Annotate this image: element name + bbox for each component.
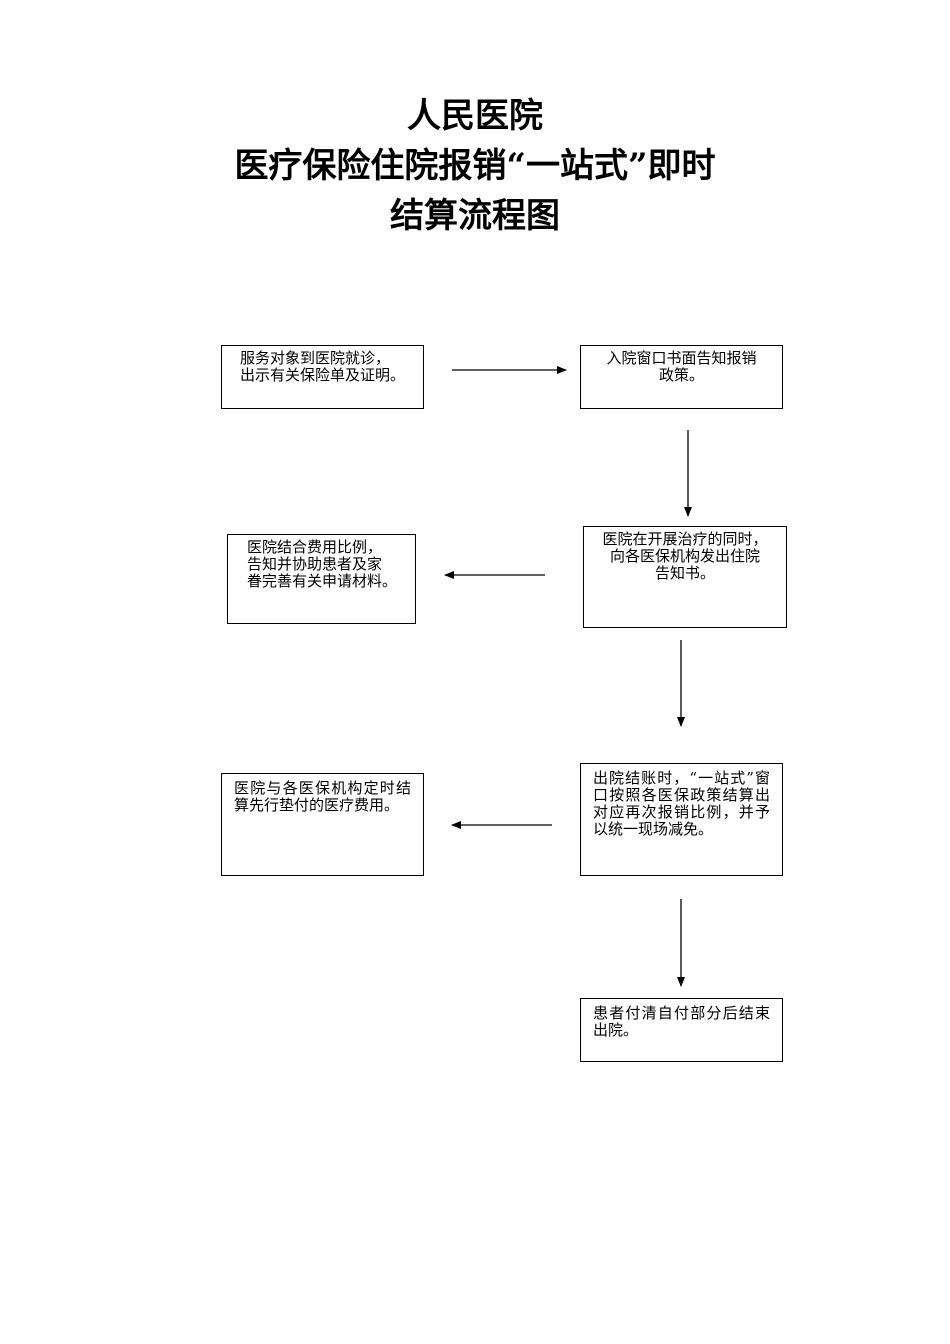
step-assist-materials-text: 医院结合费用比例， 告知并协助患者及家 眷完善有关申请材料。 (247, 538, 398, 590)
step-patient-pays-text: 患者付清自付部分后结束出院。 (593, 1004, 770, 1039)
step-discharge-settlement-box: 出院结账时，“一站式”窗口按照各医保政策结算出对应再次报销比例，并予以统一现场减… (580, 763, 783, 876)
step-patient-visit-text: 服务对象到医院就诊， 出示有关保险单及证明。 (240, 349, 406, 384)
step-hospital-notify-box: 医院在开展治疗的同时， 向各医保机构发出住院 告知书。 (583, 526, 787, 628)
step-patient-pays-box: 患者付清自付部分后结束出院。 (580, 998, 783, 1062)
title-line-1: 人民医院 (407, 96, 543, 136)
step-admission-notice-box: 入院窗口书面告知报销 政策。 (580, 345, 783, 409)
step-insurer-settlement-box: 医院与各医保机构定时结算先行垫付的医疗费用。 (221, 773, 424, 876)
title-line-3: 结算流程图 (390, 196, 560, 236)
step-admission-notice-text: 入院窗口书面告知报销 政策。 (606, 349, 757, 384)
step-discharge-settlement-text: 出院结账时，“一站式”窗口按照各医保政策结算出对应再次报销比例，并予以统一现场减… (593, 769, 770, 838)
step-patient-visit-box: 服务对象到医院就诊， 出示有关保险单及证明。 (221, 345, 424, 409)
step-assist-materials-box: 医院结合费用比例， 告知并协助患者及家 眷完善有关申请材料。 (227, 534, 416, 624)
title-line-2: 医疗保险住院报销“一站式”即时 (234, 146, 716, 186)
step-hospital-notify-text: 医院在开展治疗的同时， 向各医保机构发出住院 告知书。 (602, 530, 768, 582)
step-insurer-settlement-text: 医院与各医保机构定时结算先行垫付的医疗费用。 (234, 779, 411, 814)
